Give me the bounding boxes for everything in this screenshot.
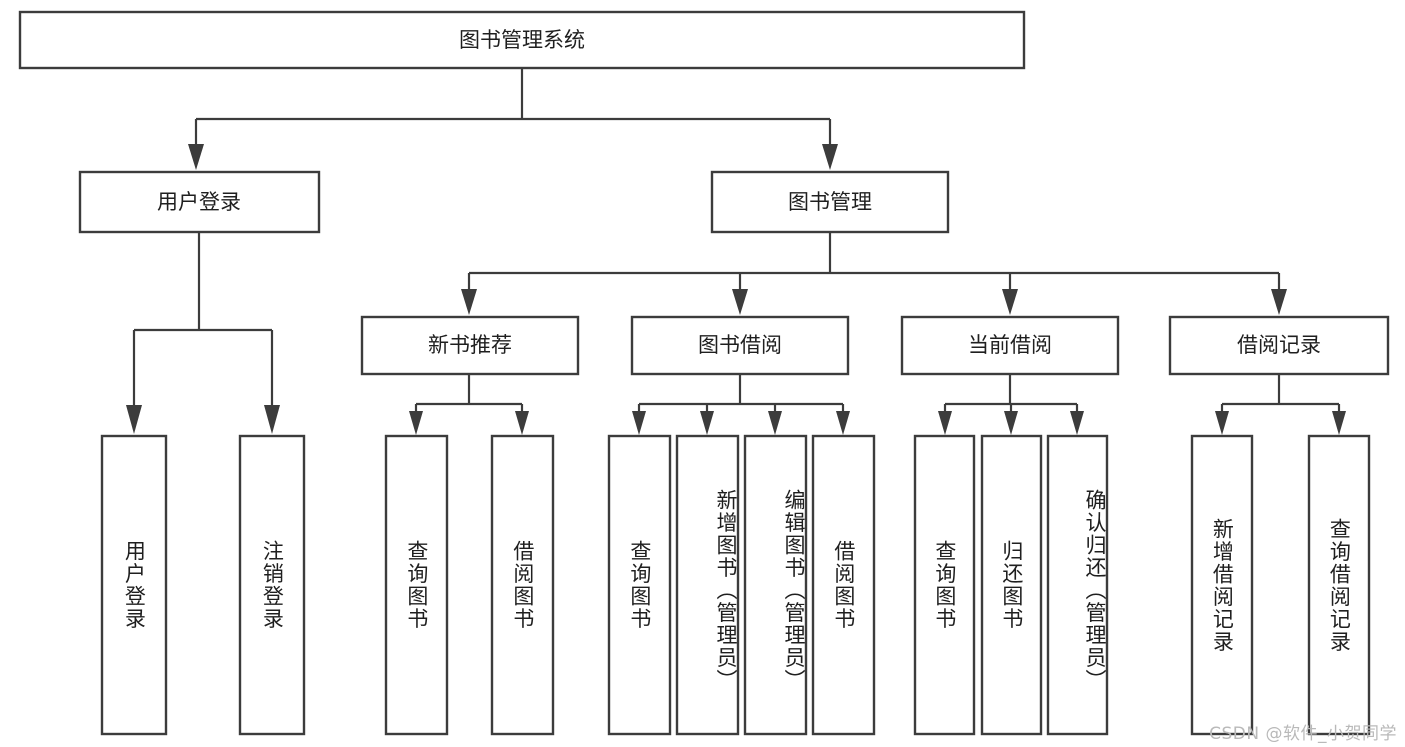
node-box-leaf-query-book-3[interactable] [913, 434, 976, 736]
arrow-head-current-borrow [1002, 289, 1018, 315]
node-box-book-manage[interactable] [710, 170, 950, 234]
node-box-leaf-borrow-book-1[interactable] [490, 434, 555, 736]
arrow-head-leaf-logout [264, 405, 280, 434]
node-box-leaf-return-book[interactable] [980, 434, 1043, 736]
node-box-new-book-recommend[interactable] [360, 315, 580, 376]
arrow-head-leaf-query-record [1332, 411, 1346, 435]
arrow-head-user-login [188, 144, 204, 170]
node-box-book-borrow[interactable] [630, 315, 850, 376]
connectors-borrow-record-to-leaves [1215, 374, 1346, 435]
node-label-book-borrow: 图书借阅 [698, 333, 782, 357]
node-box-leaf-confirm-return[interactable] [1046, 434, 1109, 736]
node-box-leaf-logout[interactable] [238, 434, 306, 736]
node-label-current-borrow: 当前借阅 [968, 333, 1052, 357]
arrow-head-new-book-recommend [461, 289, 477, 315]
arrow-head-leaf-borrow-book-2 [836, 411, 850, 435]
node-box-leaf-edit-book[interactable] [743, 434, 808, 736]
arrow-head-leaf-edit-book [768, 411, 782, 435]
node-label-book-manage: 图书管理 [788, 190, 872, 214]
watermark-text: CSDN @软件_小贺同学 [1209, 724, 1397, 744]
node-box-leaf-add-record[interactable] [1190, 434, 1254, 736]
arrow-head-book-borrow [732, 289, 748, 315]
node-label-user-login: 用户登录 [157, 190, 241, 214]
connectors-user-login-to-leaves [126, 233, 280, 434]
node-box-borrow-record[interactable] [1168, 315, 1390, 376]
node-box-leaf-add-book[interactable] [675, 434, 740, 736]
connectors-book-borrow-to-leaves [632, 374, 850, 435]
node-box-user-login[interactable] [78, 170, 321, 234]
node-box-leaf-user-login[interactable] [100, 434, 168, 736]
node-box-leaf-query-record[interactable] [1307, 434, 1371, 736]
arrow-head-leaf-query-book-1 [409, 411, 423, 435]
node-box-leaf-query-book-2[interactable] [607, 434, 672, 736]
node-box-root[interactable] [18, 10, 1026, 70]
connectors-root-to-level2 [188, 68, 838, 170]
arrow-head-leaf-user-login [126, 405, 142, 434]
connectors-book-manage-to-level3 [461, 232, 1287, 315]
node-label-borrow-record: 借阅记录 [1237, 333, 1321, 357]
arrow-head-leaf-confirm-return [1070, 411, 1084, 435]
arrow-head-leaf-return-book [1004, 411, 1018, 435]
node-box-leaf-query-book-1[interactable] [384, 434, 449, 736]
node-box-leaf-borrow-book-2[interactable] [811, 434, 876, 736]
arrow-head-leaf-query-book-2 [632, 411, 646, 435]
arrow-head-leaf-borrow-book-1 [515, 411, 529, 435]
node-label-root: 图书管理系统 [459, 28, 585, 52]
arrow-head-leaf-add-book [700, 411, 714, 435]
arrow-head-leaf-add-record [1215, 411, 1229, 435]
node-label-new-book-recommend: 新书推荐 [428, 333, 512, 357]
node-box-current-borrow[interactable] [900, 315, 1120, 376]
arrow-head-book-manage [822, 144, 838, 170]
arrow-head-borrow-record [1271, 289, 1287, 315]
connectors-new-book-to-leaves [409, 374, 529, 435]
arrow-head-leaf-query-book-3 [938, 411, 952, 435]
connectors-current-borrow-to-leaves [938, 374, 1084, 435]
